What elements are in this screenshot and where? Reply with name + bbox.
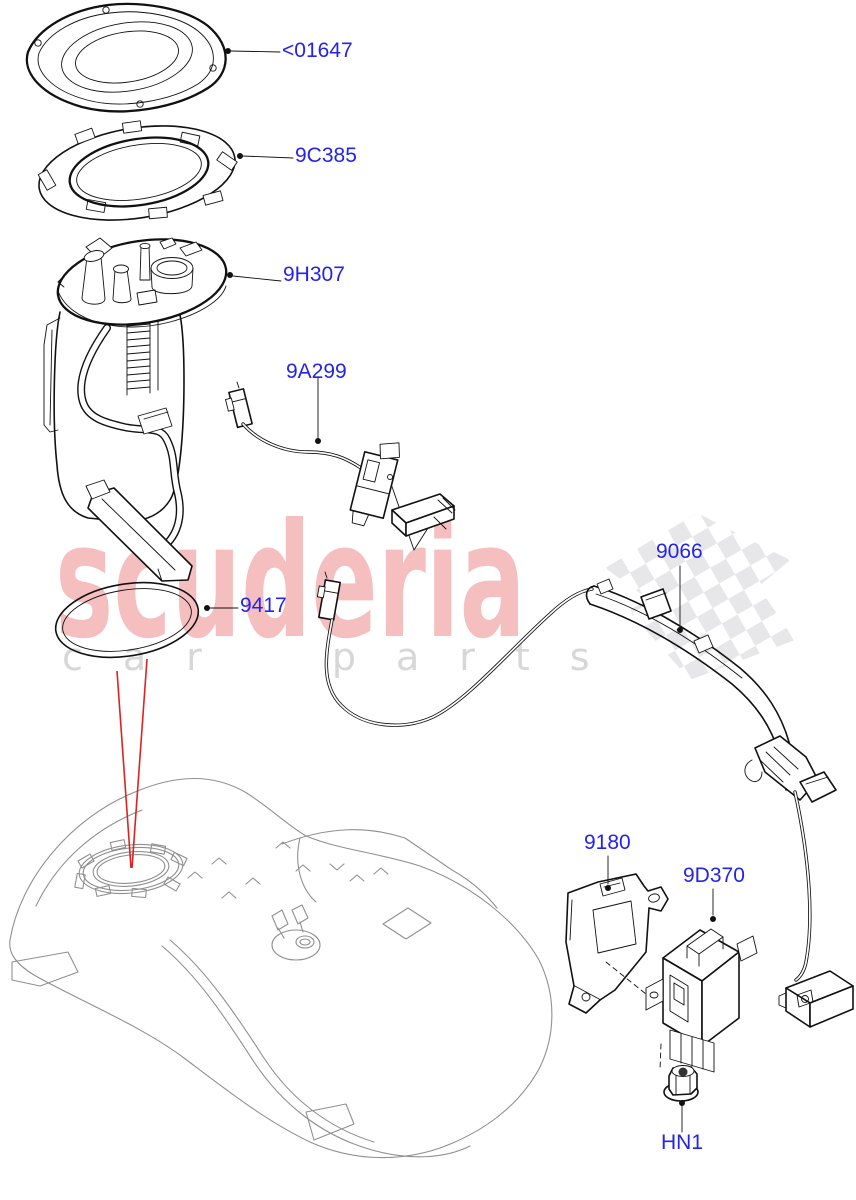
locking-ring-drawing [37, 120, 294, 221]
mounting-plate-drawing [25, 2, 281, 113]
part-label-01647[interactable]: <01647 [282, 39, 353, 62]
part-label-9C385[interactable]: 9C385 [295, 144, 357, 167]
fuel-tank-drawing [9, 777, 553, 1159]
tank-opening-ring [74, 839, 188, 899]
fuel-level-sender-drawing [225, 377, 456, 551]
part-label-HN1[interactable]: HN1 [661, 1131, 704, 1154]
part-label-9417[interactable]: 9417 [240, 594, 287, 617]
part-label-9H307[interactable]: 9H307 [283, 263, 345, 286]
tank-seal-drawing [54, 581, 239, 659]
seal-locator-lines [116, 658, 148, 869]
fuel-line-harness-drawing [316, 565, 854, 1028]
fuel-pump-module-drawing [43, 237, 282, 582]
flange-nut-drawing [663, 1065, 699, 1133]
part-label-9066[interactable]: 9066 [656, 540, 703, 563]
part-label-9A299[interactable]: 9A299 [286, 360, 347, 383]
control-module-drawing [645, 888, 758, 1073]
part-label-9180[interactable]: 9180 [584, 831, 631, 854]
checkered-flag-watermark [605, 513, 795, 680]
mounting-bracket-drawing [565, 855, 669, 1014]
part-label-9D370[interactable]: 9D370 [683, 864, 745, 887]
